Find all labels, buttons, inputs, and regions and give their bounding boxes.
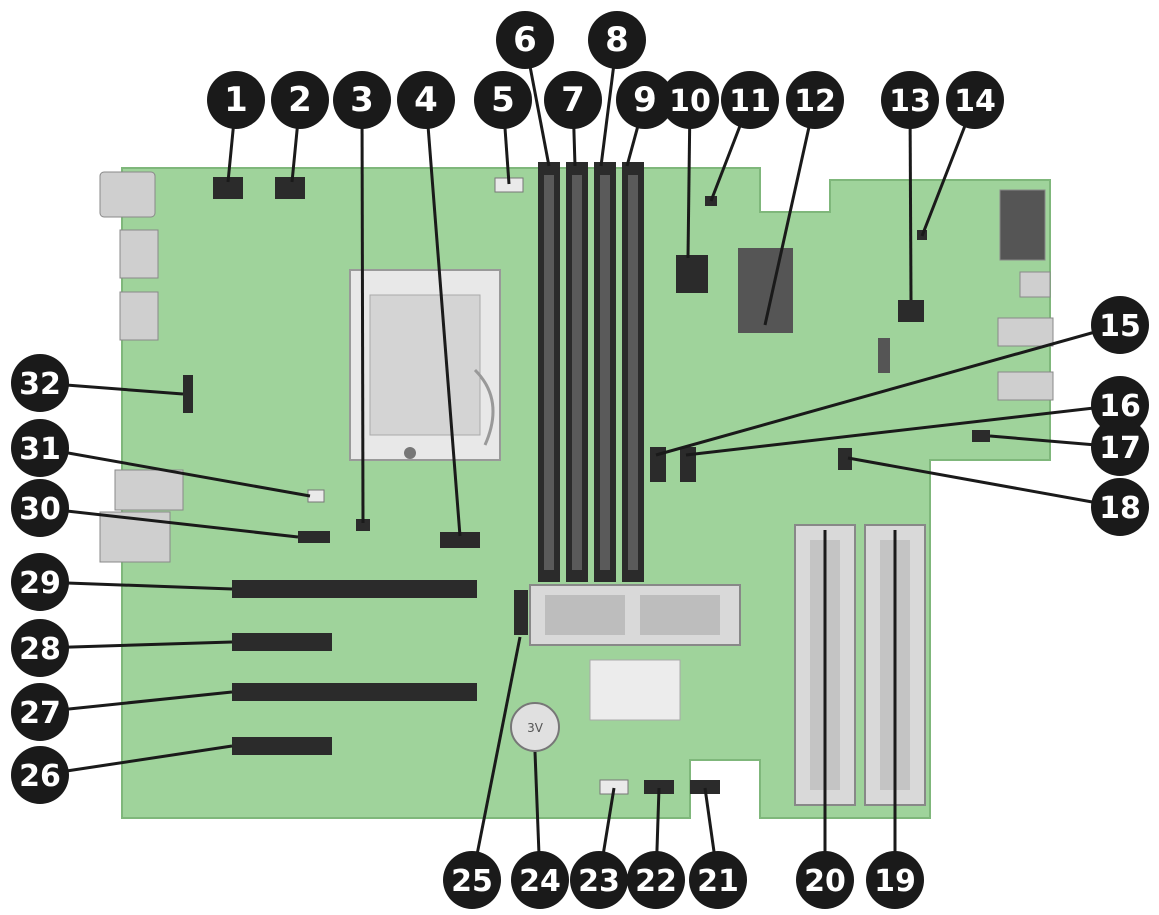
- callout-label-24: 24: [519, 864, 561, 899]
- cpu-socket: [350, 270, 500, 460]
- callout-label-2: 2: [288, 80, 312, 120]
- callout-label-20: 20: [804, 864, 846, 899]
- callout-label-13: 13: [889, 84, 931, 119]
- callout-label-17: 17: [1099, 431, 1141, 466]
- pcie-slot-27: [232, 683, 477, 701]
- chipset: [590, 660, 680, 720]
- callout-label-8: 8: [605, 20, 629, 60]
- leader-line-3: [362, 100, 363, 523]
- callout-label-3: 3: [350, 80, 374, 120]
- callout-label-1: 1: [224, 80, 248, 120]
- callout-label-6: 6: [513, 20, 537, 60]
- callout-label-18: 18: [1099, 491, 1141, 526]
- callout-label-5: 5: [491, 80, 515, 120]
- callout-label-15: 15: [1099, 309, 1141, 344]
- pcie-slot-26: [232, 737, 332, 755]
- callout-label-23: 23: [578, 864, 620, 899]
- callout-label-25: 25: [451, 864, 493, 899]
- callout-label-27: 27: [19, 696, 61, 731]
- callout-label-7: 7: [561, 80, 585, 120]
- callout-label-30: 30: [19, 492, 61, 527]
- cmos-battery: 3V: [511, 703, 559, 751]
- callout-label-32: 32: [19, 367, 61, 402]
- pcie-slot-28: [232, 633, 332, 651]
- callout-label-4: 4: [414, 80, 438, 120]
- pcie-slot-29: [232, 580, 477, 598]
- callout-label-21: 21: [697, 864, 739, 899]
- callout-label-31: 31: [19, 432, 61, 467]
- leader-line-13: [910, 100, 911, 300]
- callout-label-11: 11: [729, 84, 771, 119]
- callout-label-14: 14: [954, 84, 996, 119]
- battery-label: 3V: [527, 721, 544, 735]
- callout-label-22: 22: [635, 864, 677, 899]
- m2-heatsink: [530, 585, 740, 645]
- callout-label-29: 29: [19, 566, 61, 601]
- callout-label-26: 26: [19, 759, 61, 794]
- callout-label-19: 19: [874, 864, 916, 899]
- callout-label-28: 28: [19, 632, 61, 667]
- callout-label-10: 10: [669, 84, 711, 119]
- callout-label-12: 12: [794, 84, 836, 119]
- callout-label-9: 9: [633, 80, 657, 120]
